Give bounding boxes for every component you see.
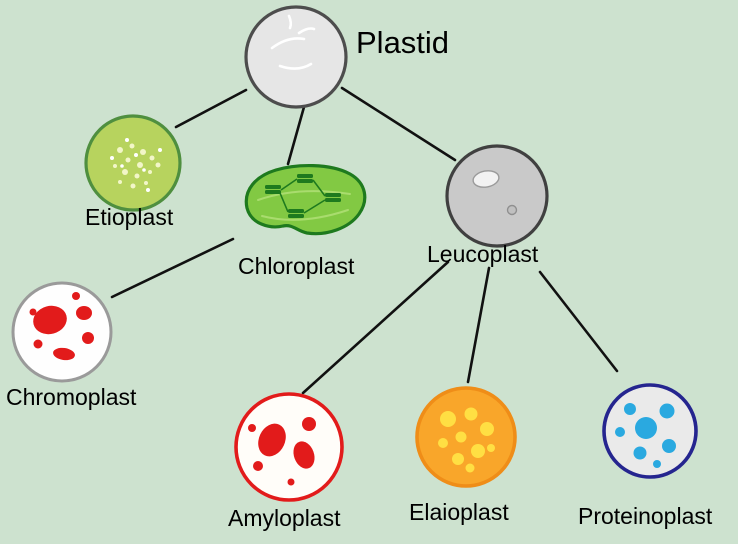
amyloplast-starch-grains	[248, 417, 316, 486]
edge-plastid-chloroplast	[286, 105, 306, 166]
chloroplast-stroma-lines	[257, 190, 351, 221]
chloroplast-lamellae	[279, 178, 326, 214]
amyloplast-label: Amyloplast	[228, 505, 341, 531]
leucoplast-granule	[506, 204, 518, 216]
chromoplast-pigment-blobs	[29, 292, 94, 361]
chloroplast-body	[244, 163, 367, 236]
leucoplast-node	[445, 144, 549, 248]
etioplast-speckles-bright	[110, 138, 162, 192]
etioplast-body	[84, 114, 182, 212]
edge-leucoplast-amyloplast	[301, 260, 450, 395]
chromoplast-body	[11, 281, 113, 383]
elaioplast-node	[415, 386, 517, 488]
etioplast-node	[84, 114, 182, 212]
amyloplast-body	[234, 392, 344, 502]
elaioplast-oil-droplets	[438, 407, 495, 473]
plastid-highlight-marks	[270, 14, 316, 70]
elaioplast-label: Elaioplast	[409, 499, 509, 525]
chromoplast-node	[11, 281, 113, 383]
leucoplast-body	[445, 144, 549, 248]
edge-plastid-leucoplast	[340, 86, 457, 162]
edge-leucoplast-elaioplast	[466, 266, 491, 384]
amyloplast-node	[234, 392, 344, 502]
chromoplast-label: Chromoplast	[6, 384, 137, 410]
edge-plastid-etioplast	[174, 88, 248, 129]
plastid-node	[244, 5, 348, 109]
chloroplast-label: Chloroplast	[238, 253, 355, 279]
proteinoplast-label: Proteinoplast	[578, 503, 713, 529]
plastid-label: Plastid	[356, 25, 450, 60]
proteinoplast-protein-granules	[615, 403, 676, 468]
chloroplast-node	[244, 163, 367, 236]
leucoplast-label: Leucoplast	[427, 241, 539, 267]
chloroplast-grana	[265, 174, 341, 218]
etioplast-speckles	[113, 143, 161, 189]
edge-lines	[110, 86, 619, 395]
edge-chloroplast-chromoplast	[110, 237, 235, 299]
leucoplast-vacuole	[472, 170, 500, 188]
etioplast-label: Etioplast	[85, 204, 174, 230]
edge-leucoplast-proteinoplast	[538, 270, 619, 373]
proteinoplast-node	[602, 383, 698, 479]
plastid-body	[244, 5, 348, 109]
